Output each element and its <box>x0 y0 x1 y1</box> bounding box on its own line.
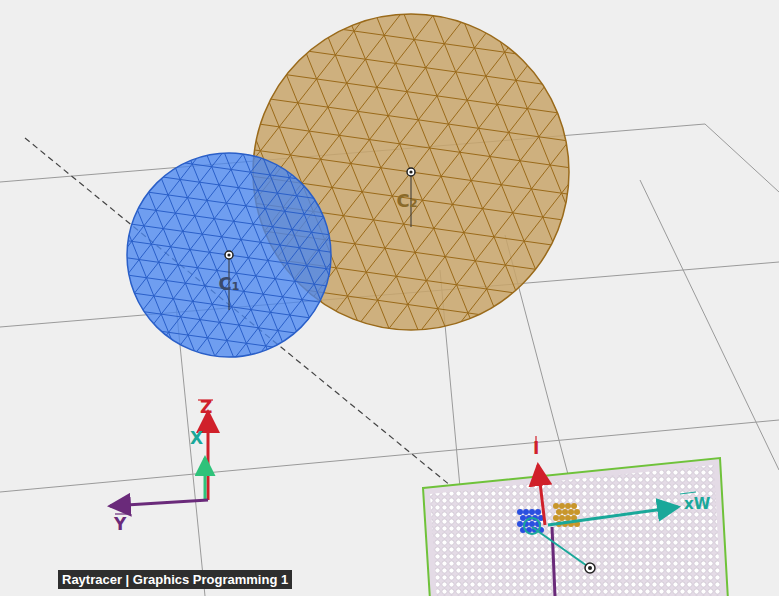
axis-label: xW <box>684 497 710 512</box>
axis-label: Z <box>200 399 212 416</box>
axis-label: Y <box>114 516 126 533</box>
sphere-outline <box>127 153 331 357</box>
world-axes <box>110 400 213 514</box>
image-plane <box>423 436 728 596</box>
axis-label: X <box>190 430 203 447</box>
center-label: C₁ <box>218 273 239 294</box>
caption-banner: Raytracer | Graphics Programming 1 <box>58 570 292 589</box>
sphere: C₁ <box>127 153 331 357</box>
pixel-cluster <box>517 503 580 533</box>
center-label: C₂ <box>396 190 417 211</box>
axis-label: I <box>533 440 539 457</box>
